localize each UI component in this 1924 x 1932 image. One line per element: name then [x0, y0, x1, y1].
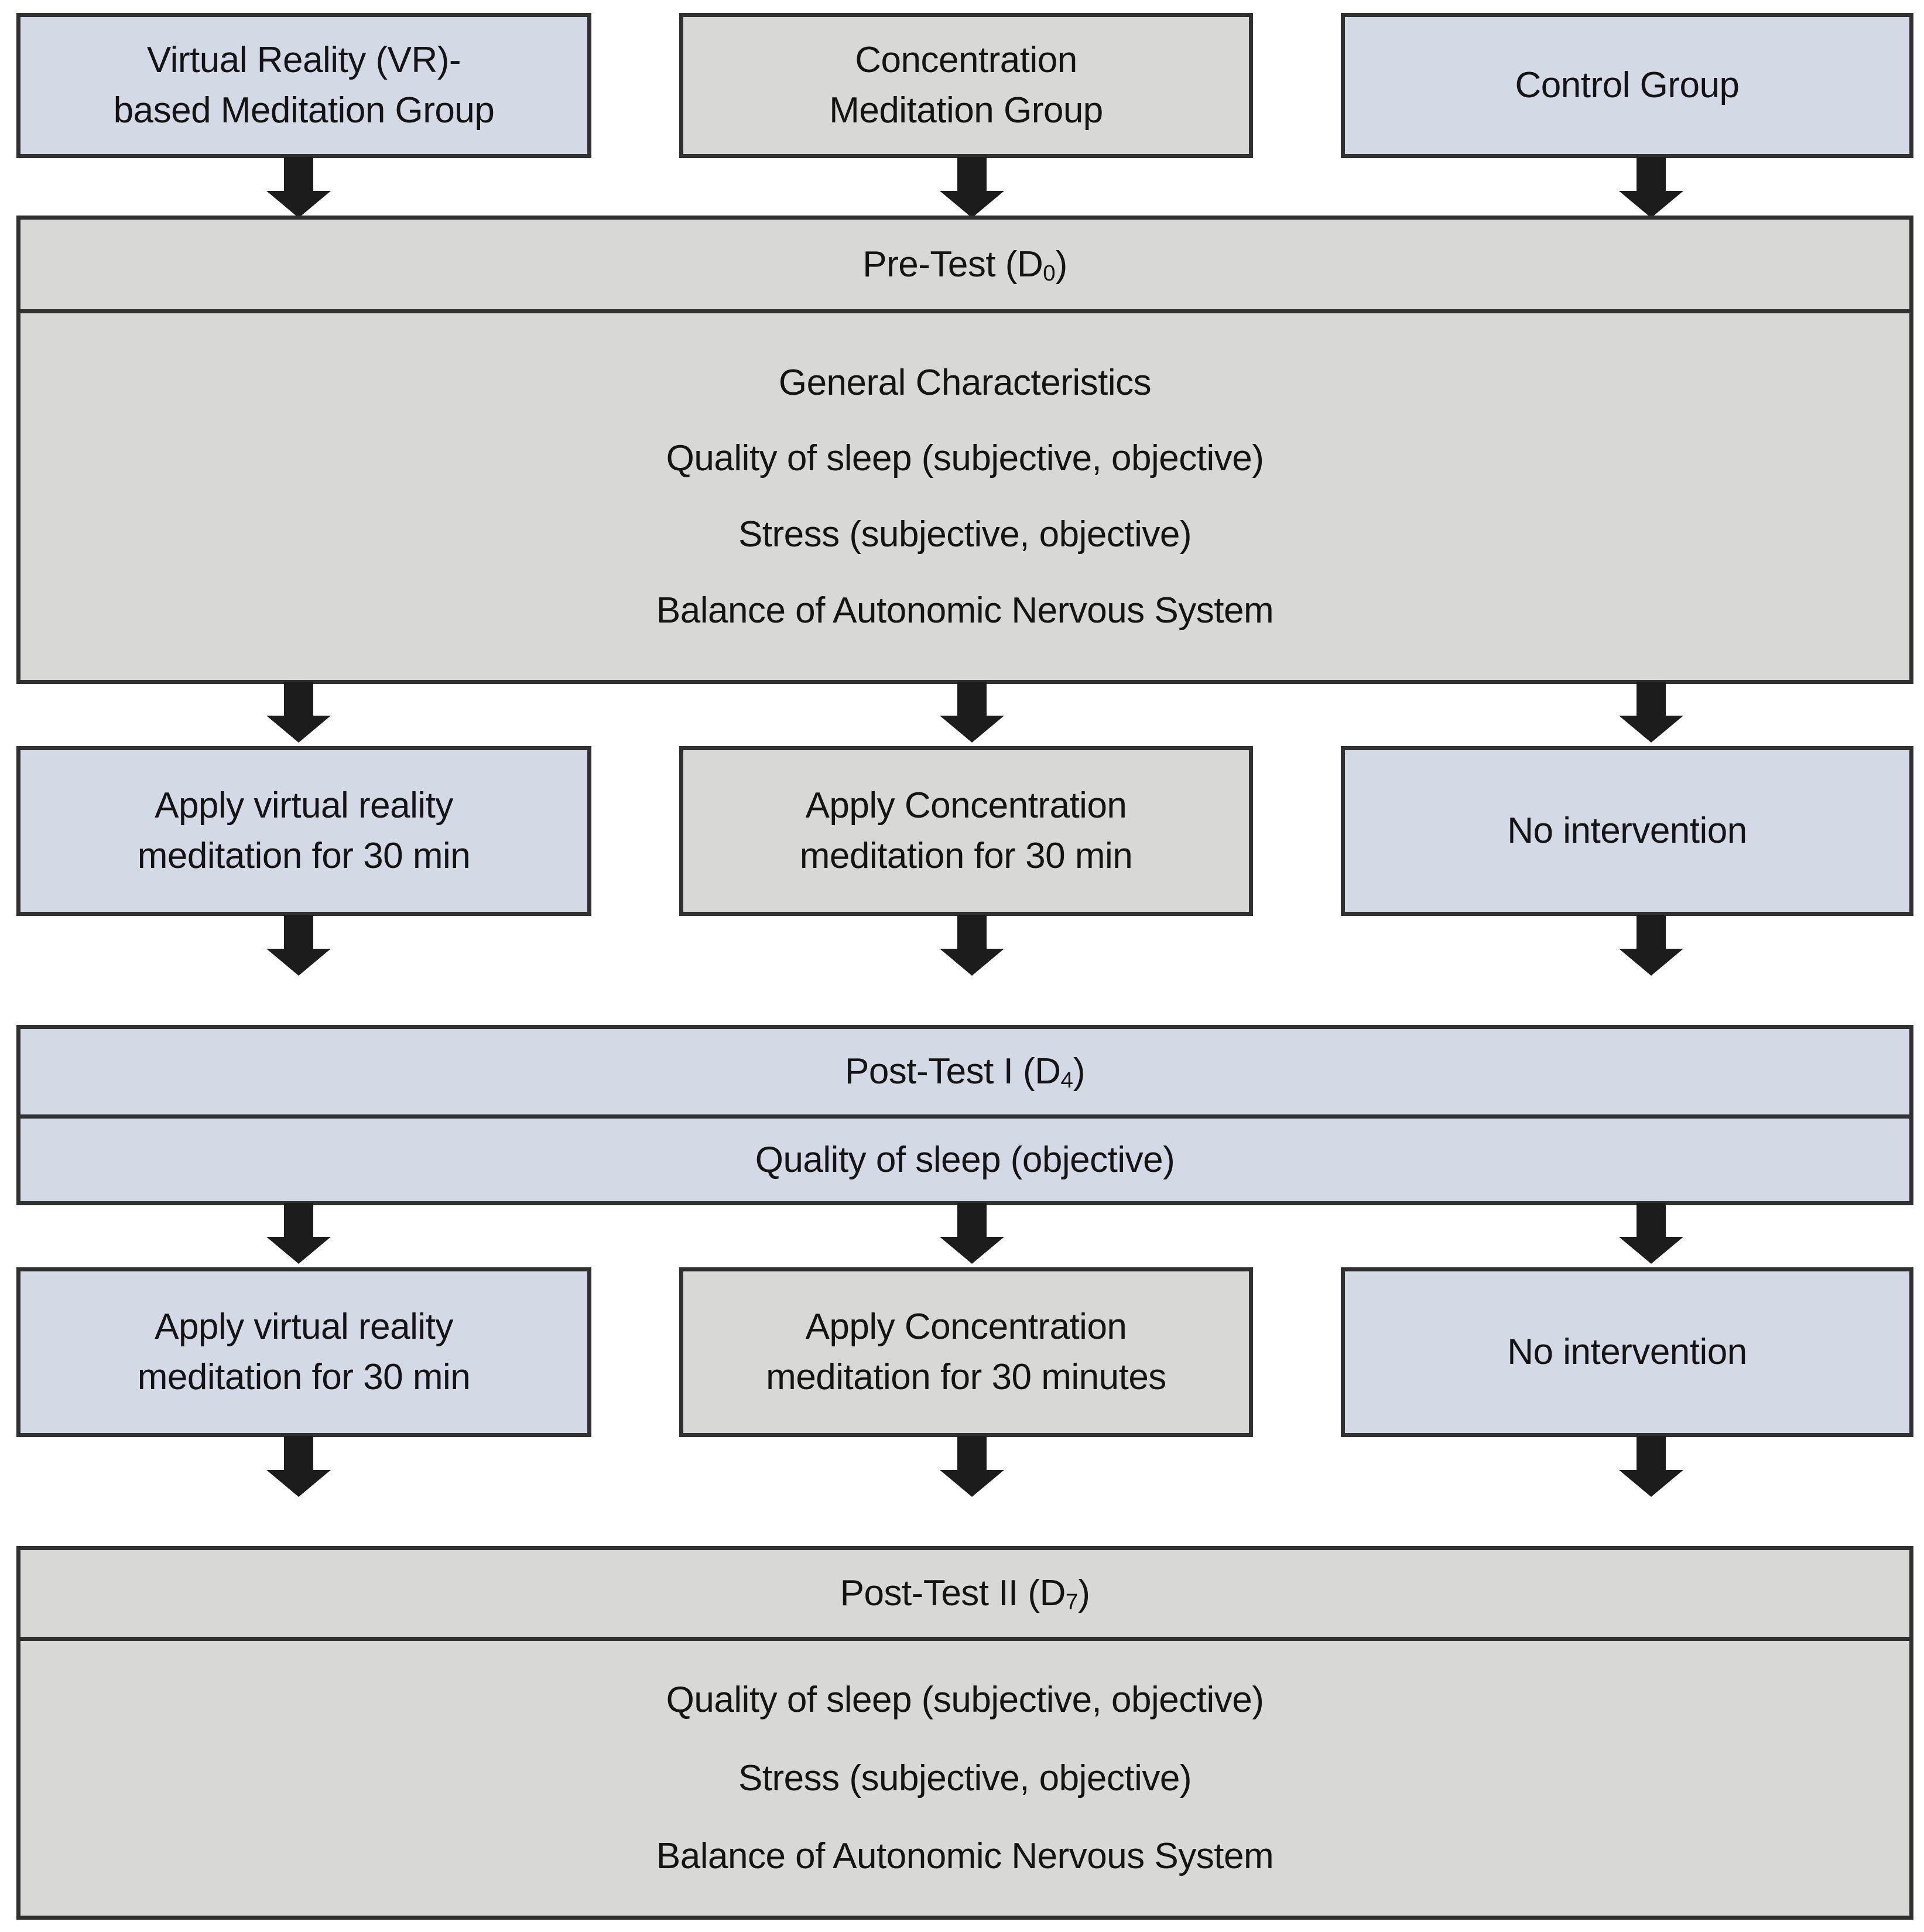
post-test-2-measure-item: Stress (subjective, objective) [738, 1757, 1192, 1798]
node-concentration-intervention-2: Apply Concentration meditation for 30 mi… [679, 1267, 1253, 1437]
node-post-test-2: Post-Test II (D7) Quality of sleep (subj… [16, 1546, 1913, 1920]
node-vr-intervention-1-line-1: Apply virtual reality [155, 785, 453, 826]
arrow-pretest-to-vr-intervention-1 [266, 682, 331, 743]
arrow-pretest-to-concentration-intervention-1 [940, 682, 1004, 743]
node-concentration-meditation-group: Concentration Meditation Group [679, 13, 1253, 158]
node-vr-intervention-1-line-2: meditation for 30 min [137, 836, 471, 876]
pre-test-header-label: Pre-Test (D0) [862, 244, 1067, 286]
node-vr-meditation-group: Virtual Reality (VR)- based Meditation G… [16, 13, 591, 158]
post-test-1-measures: Quality of sleep (objective) [20, 1114, 1909, 1201]
node-vr-intervention-2-line-2: meditation for 30 min [137, 1357, 471, 1397]
pre-test-measure-item: Quality of sleep (subjective, objective) [666, 438, 1264, 479]
pre-test-measure-item: General Characteristics [778, 362, 1152, 403]
node-concentration-intervention-2-line-2: meditation for 30 minutes [766, 1357, 1166, 1397]
pre-test-measure-item: Stress (subjective, objective) [738, 514, 1192, 555]
node-control-group: Control Group [1341, 13, 1913, 158]
pre-test-measures: General Characteristics Quality of sleep… [20, 309, 1909, 680]
post-test-2-measure-item: Balance of Autonomic Nervous System [656, 1836, 1274, 1877]
arrow-posttest-1-to-concentration-intervention-2 [940, 1203, 1004, 1264]
node-concentration-intervention-1-line-2: meditation for 30 min [799, 836, 1133, 876]
node-concentration-intervention-1: Apply Concentration meditation for 30 mi… [679, 746, 1253, 916]
node-vr-intervention-2: Apply virtual reality meditation for 30 … [16, 1267, 591, 1437]
post-test-2-measures: Quality of sleep (subjective, objective)… [20, 1637, 1909, 1916]
node-pre-test: Pre-Test (D0) General Characteristics Qu… [16, 216, 1913, 684]
arrow-vr-intervention-1-to-posttest-1 [266, 915, 331, 976]
arrow-concentration-intervention-2-to-posttest-2 [940, 1436, 1004, 1497]
post-test-1-header: Post-Test I (D4) [20, 1029, 1909, 1114]
node-concentration-meditation-group-line-1: Concentration [855, 40, 1077, 81]
node-vr-meditation-group-line-1: Virtual Reality (VR)- [146, 40, 461, 81]
post-test-1-header-label: Post-Test I (D4) [844, 1051, 1086, 1093]
node-control-intervention-2-label: No intervention [1507, 1332, 1747, 1373]
pre-test-header: Pre-Test (D0) [20, 220, 1909, 309]
post-test-2-header: Post-Test II (D7) [20, 1550, 1909, 1637]
arrow-control-to-pretest [1619, 157, 1683, 218]
node-vr-intervention-1: Apply virtual reality meditation for 30 … [16, 746, 591, 916]
node-vr-intervention-2-line-1: Apply virtual reality [155, 1307, 453, 1348]
node-control-group-label: Control Group [1515, 65, 1740, 106]
node-control-intervention-1-label: No intervention [1507, 811, 1747, 852]
post-test-2-measure-item: Quality of sleep (subjective, objective) [666, 1680, 1264, 1721]
node-post-test-1: Post-Test I (D4) Quality of sleep (objec… [16, 1025, 1913, 1205]
node-concentration-meditation-group-line-2: Meditation Group [829, 90, 1103, 131]
arrow-concentration-to-pretest [940, 157, 1004, 218]
arrow-vr-intervention-2-to-posttest-2 [266, 1436, 331, 1497]
node-vr-meditation-group-line-2: based Meditation Group [113, 90, 495, 131]
post-test-2-header-label: Post-Test II (D7) [840, 1573, 1090, 1615]
arrow-posttest-1-to-control-intervention-2 [1619, 1203, 1683, 1264]
node-concentration-intervention-2-line-1: Apply Concentration [805, 1307, 1127, 1348]
node-control-intervention-2: No intervention [1341, 1267, 1913, 1437]
pre-test-measure-item: Balance of Autonomic Nervous System [656, 590, 1274, 631]
arrow-posttest-1-to-vr-intervention-2 [266, 1203, 331, 1264]
arrow-pretest-to-control-intervention-1 [1619, 682, 1683, 743]
node-control-intervention-1: No intervention [1341, 746, 1913, 916]
node-concentration-intervention-1-line-1: Apply Concentration [805, 785, 1127, 826]
arrow-control-intervention-1-to-posttest-1 [1619, 915, 1683, 976]
arrow-concentration-intervention-1-to-posttest-1 [940, 915, 1004, 976]
post-test-1-measure-item: Quality of sleep (objective) [755, 1139, 1175, 1180]
arrow-control-intervention-2-to-posttest-2 [1619, 1436, 1683, 1497]
arrow-vr-to-pretest [266, 157, 331, 218]
